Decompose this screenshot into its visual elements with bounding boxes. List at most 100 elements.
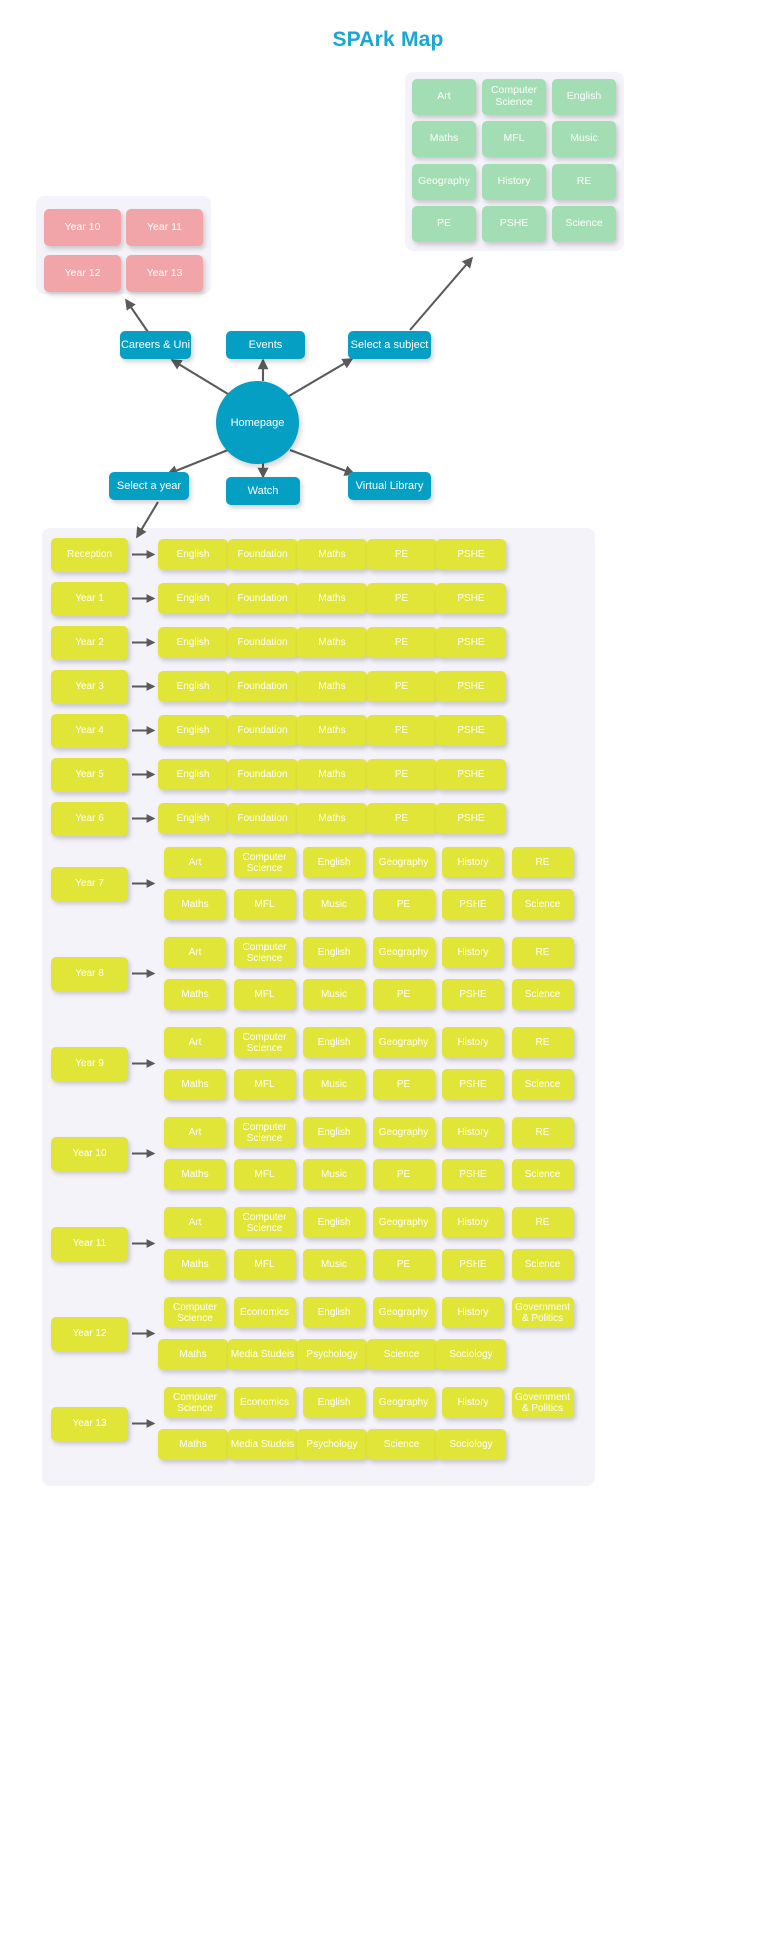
subject-chip-year-7-geography[interactable]: Geography xyxy=(372,847,435,878)
careers-year-year-11[interactable]: Year 11 xyxy=(126,209,203,246)
subject-chip-year-1-pshe[interactable]: PSHE xyxy=(436,583,506,614)
subject-music[interactable]: Music xyxy=(552,121,616,157)
subject-chip-year-9-pe[interactable]: PE xyxy=(372,1069,435,1100)
subject-chip-year-11-re[interactable]: RE xyxy=(511,1207,574,1238)
subject-chip-year-12-economics[interactable]: Economics xyxy=(233,1297,296,1328)
subject-chip-year-12-media-studeis[interactable]: Media Studeis xyxy=(227,1339,298,1370)
subject-chip-year-9-english[interactable]: English xyxy=(303,1027,365,1058)
subject-chip-year-7-pe[interactable]: PE xyxy=(372,889,435,920)
subject-chip-year-5-maths[interactable]: Maths xyxy=(297,759,367,790)
subject-chip-year-3-pshe[interactable]: PSHE xyxy=(436,671,506,702)
subject-chip-year-6-pe[interactable]: PE xyxy=(366,803,437,834)
subject-chip-year-6-english[interactable]: English xyxy=(158,803,228,834)
subject-chip-year-2-english[interactable]: English xyxy=(158,627,228,658)
year-chip-year-4[interactable]: Year 4 xyxy=(51,713,128,748)
subject-chip-year-7-art[interactable]: Art xyxy=(164,847,226,878)
subject-chip-year-1-pe[interactable]: PE xyxy=(366,583,437,614)
hub-node-virtual-library[interactable]: Virtual Library xyxy=(348,472,431,500)
subject-chip-year-8-mfl[interactable]: MFL xyxy=(233,979,296,1010)
subject-chip-year-12-science[interactable]: Science xyxy=(366,1339,437,1370)
subject-chip-year-8-music[interactable]: Music xyxy=(303,979,365,1010)
subject-chip-year-9-music[interactable]: Music xyxy=(303,1069,365,1100)
subject-chip-year-8-history[interactable]: History xyxy=(442,937,504,968)
subject-chip-year-13-english[interactable]: English xyxy=(303,1387,365,1418)
subject-chip-year-13-history[interactable]: History xyxy=(442,1387,504,1418)
subject-chip-reception-english[interactable]: English xyxy=(158,539,228,570)
subject-chip-reception-maths[interactable]: Maths xyxy=(297,539,367,570)
subject-chip-year-5-foundation[interactable]: Foundation xyxy=(227,759,298,790)
subject-chip-year-8-maths[interactable]: Maths xyxy=(164,979,226,1010)
subject-chip-year-7-music[interactable]: Music xyxy=(303,889,365,920)
subject-chip-year-3-maths[interactable]: Maths xyxy=(297,671,367,702)
hub-node-select-a-year[interactable]: Select a year xyxy=(109,472,189,500)
subject-chip-year-8-geography[interactable]: Geography xyxy=(372,937,435,968)
subject-chip-year-9-geography[interactable]: Geography xyxy=(372,1027,435,1058)
subject-chip-year-12-english[interactable]: English xyxy=(303,1297,365,1328)
careers-year-year-12[interactable]: Year 12 xyxy=(44,255,121,292)
subject-chip-year-11-pe[interactable]: PE xyxy=(372,1249,435,1280)
subject-chip-year-11-science[interactable]: Science xyxy=(511,1249,574,1280)
subject-chip-year-11-history[interactable]: History xyxy=(442,1207,504,1238)
subject-chip-year-12-computer-science[interactable]: Computer Science xyxy=(164,1297,226,1328)
year-chip-year-1[interactable]: Year 1 xyxy=(51,581,128,616)
subject-maths[interactable]: Maths xyxy=(412,121,476,157)
subject-art[interactable]: Art xyxy=(412,79,476,115)
subject-history[interactable]: History xyxy=(482,164,546,200)
subject-chip-year-12-history[interactable]: History xyxy=(442,1297,504,1328)
year-chip-year-13[interactable]: Year 13 xyxy=(51,1406,128,1441)
subject-chip-reception-pe[interactable]: PE xyxy=(366,539,437,570)
subject-chip-year-2-foundation[interactable]: Foundation xyxy=(227,627,298,658)
subject-chip-year-13-government-and-politics[interactable]: Government & Politics xyxy=(511,1387,574,1418)
year-chip-year-6[interactable]: Year 6 xyxy=(51,801,128,836)
subject-chip-year-11-music[interactable]: Music xyxy=(303,1249,365,1280)
subject-chip-year-10-computer-science[interactable]: Computer Science xyxy=(233,1117,296,1148)
subject-chip-year-7-pshe[interactable]: PSHE xyxy=(442,889,504,920)
year-chip-year-7[interactable]: Year 7 xyxy=(51,866,128,901)
subject-chip-year-8-pe[interactable]: PE xyxy=(372,979,435,1010)
subject-chip-year-1-foundation[interactable]: Foundation xyxy=(227,583,298,614)
subject-chip-year-5-pshe[interactable]: PSHE xyxy=(436,759,506,790)
year-chip-year-11[interactable]: Year 11 xyxy=(51,1226,128,1261)
subject-chip-year-13-science[interactable]: Science xyxy=(366,1429,437,1460)
subject-chip-year-9-pshe[interactable]: PSHE xyxy=(442,1069,504,1100)
subject-chip-year-4-pshe[interactable]: PSHE xyxy=(436,715,506,746)
subject-chip-year-7-computer-science[interactable]: Computer Science xyxy=(233,847,296,878)
subject-mfl[interactable]: MFL xyxy=(482,121,546,157)
subject-chip-year-12-government-and-politics[interactable]: Government & Politics xyxy=(511,1297,574,1328)
subject-chip-year-10-re[interactable]: RE xyxy=(511,1117,574,1148)
subject-chip-year-11-pshe[interactable]: PSHE xyxy=(442,1249,504,1280)
subject-chip-reception-pshe[interactable]: PSHE xyxy=(436,539,506,570)
year-chip-year-2[interactable]: Year 2 xyxy=(51,625,128,660)
subject-chip-year-11-mfl[interactable]: MFL xyxy=(233,1249,296,1280)
subject-chip-year-11-maths[interactable]: Maths xyxy=(164,1249,226,1280)
subject-chip-year-10-geography[interactable]: Geography xyxy=(372,1117,435,1148)
year-chip-reception[interactable]: Reception xyxy=(51,537,128,572)
subject-chip-year-1-maths[interactable]: Maths xyxy=(297,583,367,614)
subject-chip-year-10-pe[interactable]: PE xyxy=(372,1159,435,1190)
subject-chip-year-1-english[interactable]: English xyxy=(158,583,228,614)
year-chip-year-8[interactable]: Year 8 xyxy=(51,956,128,991)
subject-chip-year-12-sociology[interactable]: Sociology xyxy=(436,1339,506,1370)
subject-chip-year-2-pe[interactable]: PE xyxy=(366,627,437,658)
subject-chip-year-5-pe[interactable]: PE xyxy=(366,759,437,790)
subject-chip-year-10-english[interactable]: English xyxy=(303,1117,365,1148)
subject-chip-year-4-english[interactable]: English xyxy=(158,715,228,746)
year-chip-year-5[interactable]: Year 5 xyxy=(51,757,128,792)
subject-chip-year-13-computer-science[interactable]: Computer Science xyxy=(164,1387,226,1418)
subject-chip-year-8-science[interactable]: Science xyxy=(511,979,574,1010)
subject-chip-year-7-maths[interactable]: Maths xyxy=(164,889,226,920)
subject-chip-year-10-history[interactable]: History xyxy=(442,1117,504,1148)
subject-chip-year-9-science[interactable]: Science xyxy=(511,1069,574,1100)
subject-english[interactable]: English xyxy=(552,79,616,115)
subject-chip-year-12-geography[interactable]: Geography xyxy=(372,1297,435,1328)
subject-chip-year-4-foundation[interactable]: Foundation xyxy=(227,715,298,746)
subject-computer-science[interactable]: Computer Science xyxy=(482,79,546,115)
subject-chip-year-8-english[interactable]: English xyxy=(303,937,365,968)
subject-chip-year-11-english[interactable]: English xyxy=(303,1207,365,1238)
subject-chip-year-10-maths[interactable]: Maths xyxy=(164,1159,226,1190)
careers-year-year-13[interactable]: Year 13 xyxy=(126,255,203,292)
subject-chip-year-11-geography[interactable]: Geography xyxy=(372,1207,435,1238)
subject-chip-year-10-science[interactable]: Science xyxy=(511,1159,574,1190)
careers-year-year-10[interactable]: Year 10 xyxy=(44,209,121,246)
subject-chip-year-11-art[interactable]: Art xyxy=(164,1207,226,1238)
